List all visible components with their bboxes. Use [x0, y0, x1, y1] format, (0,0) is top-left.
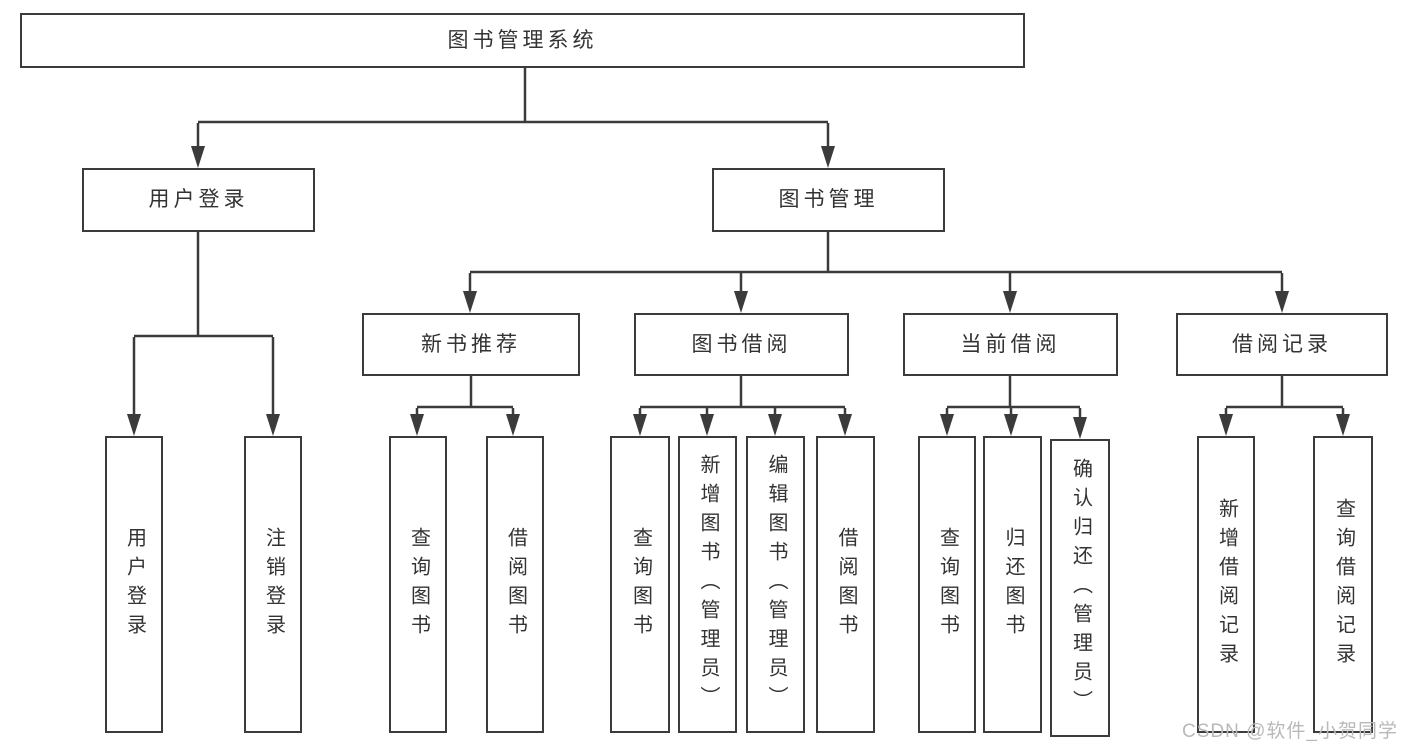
root-node-library-management-system: 图书管理系统 [20, 13, 1025, 68]
leaf-borrow-books-recommend: 借阅图书 [486, 436, 544, 733]
arrowheads [127, 146, 1350, 439]
leaf-confirm-return-admin: 确认归还（管理员） [1050, 439, 1110, 737]
node-current-borrowing: 当前借阅 [903, 313, 1118, 376]
leaf-query-books-recommend: 查询图书 [389, 436, 447, 733]
node-book-borrowing: 图书借阅 [634, 313, 849, 376]
leaf-logout: 注销登录 [244, 436, 302, 733]
node-book-management: 图书管理 [712, 168, 945, 232]
leaf-query-books-current: 查询图书 [918, 436, 976, 733]
leaf-return-books: 归还图书 [983, 436, 1042, 733]
node-borrowing-records: 借阅记录 [1176, 313, 1388, 376]
leaf-user-login: 用户登录 [105, 436, 163, 733]
leaf-add-borrow-record: 新增借阅记录 [1197, 436, 1255, 733]
csdn-watermark: CSDN @软件_小贺同学 [1182, 721, 1398, 742]
node-new-book-recommendation: 新书推荐 [362, 313, 580, 376]
leaf-query-books-borrowing: 查询图书 [610, 436, 670, 733]
leaf-query-borrow-record: 查询借阅记录 [1313, 436, 1373, 733]
leaf-borrow-books: 借阅图书 [816, 436, 875, 733]
leaf-edit-books-admin: 编辑图书（管理员） [746, 436, 805, 733]
node-user-login: 用户登录 [82, 168, 315, 232]
leaf-add-books-admin: 新增图书（管理员） [678, 436, 737, 733]
